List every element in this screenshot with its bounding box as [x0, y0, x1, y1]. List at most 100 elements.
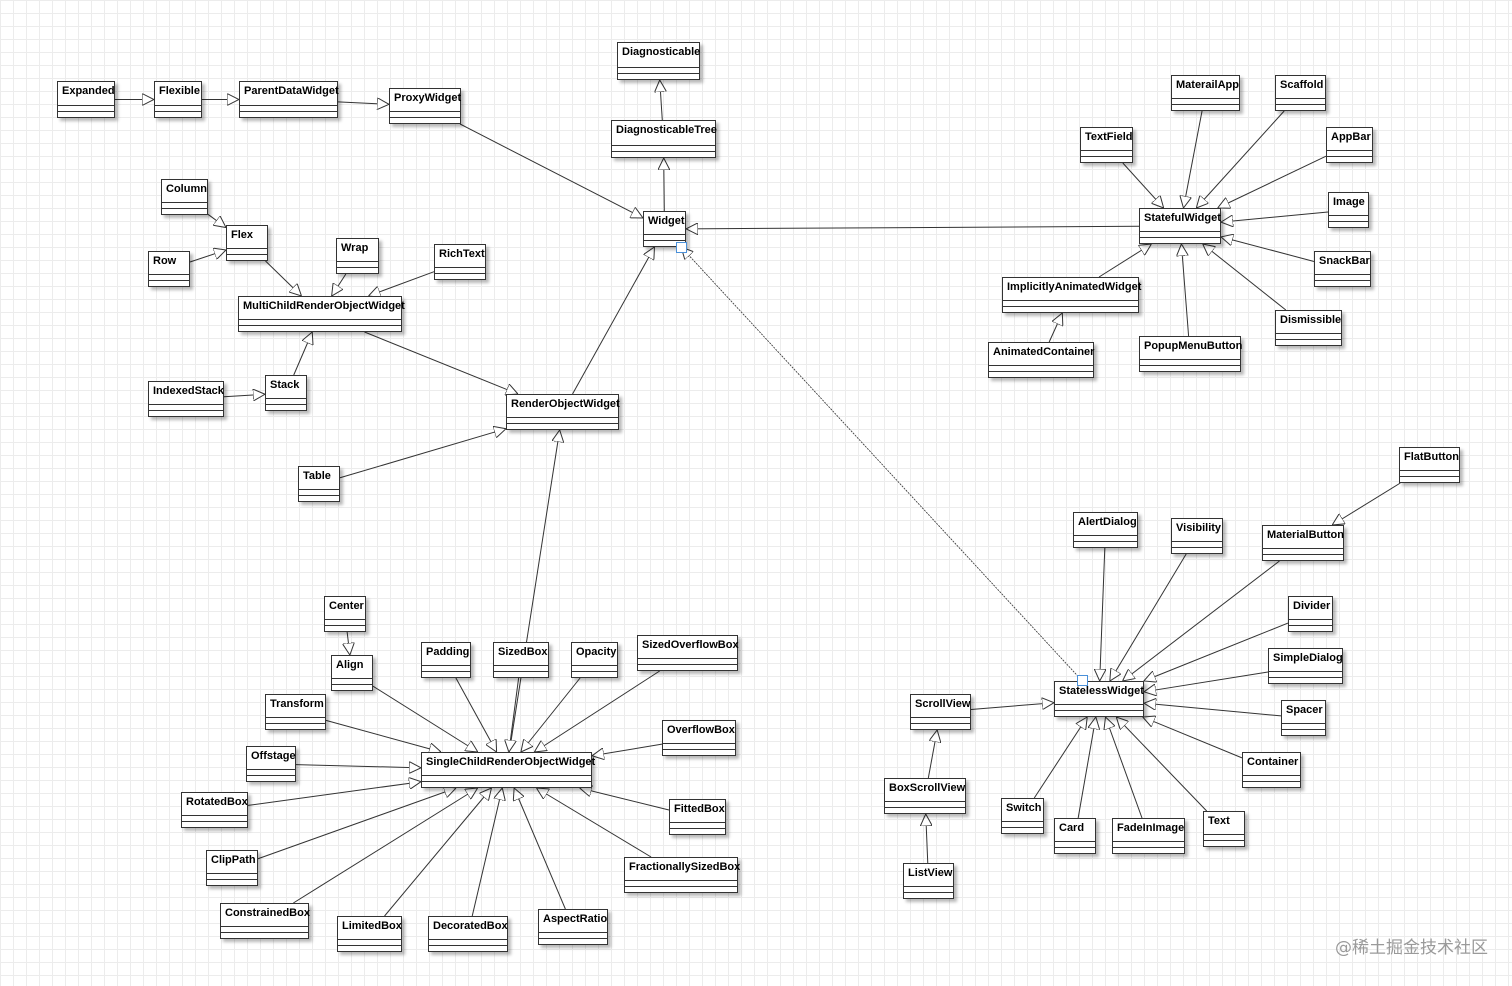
inherits-edge-popupmenubutton-to-statefulwidget[interactable]	[1181, 244, 1190, 337]
selection-handle-end[interactable]	[676, 242, 688, 253]
class-multi-child-render-object-widget[interactable]: MultiChildRenderObjectWidget	[238, 296, 405, 332]
class-offstage[interactable]: Offstage	[246, 746, 296, 782]
class-container[interactable]: Container	[1242, 752, 1301, 788]
class-list-view[interactable]: ListView	[903, 863, 954, 899]
inherits-edge-richtext-to-multichildrenderobjectwidget[interactable]	[368, 271, 435, 296]
inherits-edge-implicitlyanimatedwidget-to-statefulwidget[interactable]	[1098, 244, 1151, 278]
class-overflow-box[interactable]: OverflowBox	[662, 720, 736, 756]
class-table[interactable]: Table	[298, 466, 340, 502]
inherits-edge-opacity-to-singlechildrenderobjectwidget[interactable]	[521, 677, 581, 752]
inherits-edge-constrainedbox-to-singlechildrenderobjectwidget[interactable]	[293, 788, 477, 904]
class-align[interactable]: Align	[331, 655, 373, 691]
class-flat-button[interactable]: FlatButton	[1399, 447, 1460, 483]
class-rich-text[interactable]: RichText	[434, 244, 486, 280]
class-animated-container[interactable]: AnimatedContainer	[988, 342, 1094, 378]
class-scaffold[interactable]: Scaffold	[1275, 75, 1326, 111]
inherits-edge-parentdatawidget-to-proxywidget[interactable]	[337, 102, 389, 104]
class-flex[interactable]: Flex	[226, 225, 268, 261]
class-parent-data-widget[interactable]: ParentDataWidget	[239, 81, 339, 118]
inherits-edge-decoratedbox-to-singlechildrenderobjectwidget[interactable]	[471, 788, 502, 917]
class-card[interactable]: Card	[1054, 818, 1096, 854]
class-materail-app[interactable]: MaterailApp	[1171, 75, 1240, 111]
class-box-scroll-view[interactable]: BoxScrollView	[884, 778, 966, 814]
inherits-edge-dismissible-to-statefulwidget[interactable]	[1203, 244, 1287, 311]
inherits-edge-image-to-statefulwidget[interactable]	[1221, 211, 1329, 222]
inherits-edge-appbar-to-statefulwidget[interactable]	[1218, 155, 1327, 208]
class-wrap[interactable]: Wrap	[336, 238, 379, 274]
inherits-edge-singlechildrenderobjectwidget-to-renderobjectwidget[interactable]	[508, 430, 559, 753]
inherits-edge-overflowbox-to-singlechildrenderobjectwidget[interactable]	[592, 743, 663, 756]
class-constrained-box[interactable]: ConstrainedBox	[220, 903, 310, 939]
class-column[interactable]: Column	[161, 179, 208, 215]
inherits-edge-wrap-to-multichildrenderobjectwidget[interactable]	[332, 273, 347, 296]
inherits-edge-row-to-flex[interactable]	[189, 250, 226, 263]
inherits-edge-padding-to-singlechildrenderobjectwidget[interactable]	[455, 677, 497, 752]
class-row[interactable]: Row	[148, 251, 190, 287]
class-clip-path[interactable]: ClipPath	[206, 850, 258, 886]
inherits-edge-center-to-align[interactable]	[347, 631, 350, 655]
class-limited-box[interactable]: LimitedBox	[337, 916, 402, 952]
class-fade-in-image[interactable]: FadeInImage	[1112, 818, 1185, 854]
inherits-edge-divider-to-statelesswidget[interactable]	[1144, 622, 1289, 681]
inherits-edge-clippath-to-singlechildrenderobjectwidget[interactable]	[257, 788, 456, 860]
inherits-edge-fittedbox-to-singlechildrenderobjectwidget[interactable]	[580, 788, 670, 811]
class-decorated-box[interactable]: DecoratedBox	[428, 916, 508, 952]
class-fractionally-sized-box[interactable]: FractionallySizedBox	[624, 857, 740, 893]
inherits-edge-textfield-to-statefulwidget[interactable]	[1122, 162, 1164, 208]
inherits-edge-text-to-statelesswidget[interactable]	[1116, 717, 1208, 812]
class-text-field[interactable]: TextField	[1080, 127, 1133, 163]
inherits-edge-column-to-flex[interactable]	[207, 213, 226, 227]
class-dismissible[interactable]: Dismissible	[1275, 310, 1342, 346]
class-stateless-widget[interactable]: StatelessWidget	[1054, 681, 1144, 717]
class-opacity[interactable]: Opacity	[571, 642, 618, 678]
inherits-edge-aspectratio-to-singlechildrenderobjectwidget[interactable]	[514, 788, 566, 910]
class-proxy-widget[interactable]: ProxyWidget	[389, 88, 461, 124]
inherits-edge-scrollview-to-statelesswidget[interactable]	[970, 703, 1054, 710]
inherits-edge-statefulwidget-to-widget[interactable]	[686, 226, 1140, 229]
class-fitted-box[interactable]: FittedBox	[669, 799, 726, 835]
inherits-edge-renderobjectwidget-to-widget[interactable]	[572, 247, 655, 395]
class-stack[interactable]: Stack	[265, 375, 307, 411]
inherits-edge-widget-to-diagnosticabletree[interactable]	[664, 158, 665, 212]
inherits-edge-listview-to-boxscrollview[interactable]	[926, 814, 928, 864]
inherits-edge-flex-to-multichildrenderobjectwidget[interactable]	[265, 260, 302, 296]
class-flexible[interactable]: Flexible	[154, 81, 202, 118]
class-stateful-widget[interactable]: StatefulWidget	[1139, 208, 1221, 244]
class-popup-menu-button[interactable]: PopupMenuButton	[1139, 336, 1242, 372]
inherits-edge-materialbutton-to-statelesswidget[interactable]	[1123, 560, 1280, 681]
inherits-edge-scaffold-to-statefulwidget[interactable]	[1196, 110, 1285, 208]
class-diagnosticable-tree[interactable]: DiagnosticableTree	[611, 120, 717, 158]
inherits-edge-stack-to-multichildrenderobjectwidget[interactable]	[293, 332, 313, 376]
class-spacer[interactable]: Spacer	[1281, 700, 1326, 736]
inherits-edge-simpledialog-to-statelesswidget[interactable]	[1144, 671, 1269, 692]
class-app-bar[interactable]: AppBar	[1326, 127, 1373, 163]
class-rotated-box[interactable]: RotatedBox	[181, 792, 248, 828]
inherits-edge-sizedbox-to-singlechildrenderobjectwidget[interactable]	[509, 677, 520, 752]
class-implicitly-animated-widget[interactable]: ImplicitlyAnimatedWidget	[1002, 277, 1141, 313]
inherits-edge-alertdialog-to-statelesswidget[interactable]	[1100, 547, 1105, 681]
class-visibility[interactable]: Visibility	[1171, 518, 1223, 554]
class-simple-dialog[interactable]: SimpleDialog	[1268, 648, 1343, 684]
inherits-edge-offstage-to-singlechildrenderobjectwidget[interactable]	[295, 765, 421, 768]
inherits-edge-align-to-singlechildrenderobjectwidget[interactable]	[372, 685, 478, 752]
inherits-edge-animatedcontainer-to-implicitlyanimatedwidget[interactable]	[1048, 313, 1062, 343]
inherits-edge-transform-to-singlechildrenderobjectwidget[interactable]	[325, 719, 441, 752]
class-padding[interactable]: Padding	[421, 642, 471, 678]
inherits-edge-snackbar-to-statefulwidget[interactable]	[1221, 237, 1315, 262]
class-single-child-render-object-widget[interactable]: SingleChildRenderObjectWidget	[421, 752, 595, 788]
inherits-edge-fractionallysizedbox-to-singlechildrenderobjectwidget[interactable]	[536, 788, 652, 858]
class-aspect-ratio[interactable]: AspectRatio	[538, 909, 608, 945]
inherits-edge-diagnosticabletree-to-diagnosticable[interactable]	[660, 80, 663, 121]
class-widget[interactable]: Widget	[643, 211, 686, 247]
inherits-edge-proxywidget-to-widget[interactable]	[459, 123, 643, 218]
class-sized-overflow-box[interactable]: SizedOverflowBox	[637, 635, 739, 671]
inherits-edge-spacer-to-statelesswidget[interactable]	[1144, 703, 1282, 717]
inherits-edge-card-to-statelesswidget[interactable]	[1077, 717, 1096, 819]
selection-handle-start[interactable]	[1077, 675, 1089, 686]
class-indexed-stack[interactable]: IndexedStack	[148, 381, 224, 417]
class-scroll-view[interactable]: ScrollView	[910, 694, 971, 730]
class-transform[interactable]: Transform	[265, 694, 326, 730]
class-alert-dialog[interactable]: AlertDialog	[1073, 512, 1138, 548]
inherits-edge-limitedbox-to-singlechildrenderobjectwidget[interactable]	[384, 788, 492, 917]
